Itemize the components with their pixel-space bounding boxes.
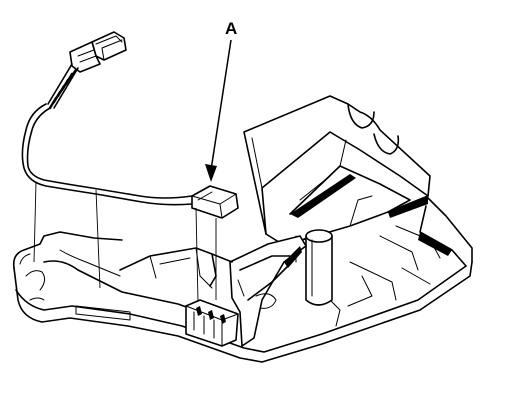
tray-connector	[185, 299, 239, 347]
tray-base	[12, 195, 473, 363]
callout-a-arrow	[205, 39, 232, 182]
rear-cover	[243, 95, 431, 245]
harness-plug	[47, 31, 127, 110]
center-post	[295, 229, 333, 306]
installation-guide-lines	[33, 181, 217, 303]
sensor-a	[191, 185, 239, 219]
sensor-wire	[21, 103, 193, 206]
callout-a-label: A	[225, 19, 237, 38]
sensor-bracket	[119, 235, 307, 347]
